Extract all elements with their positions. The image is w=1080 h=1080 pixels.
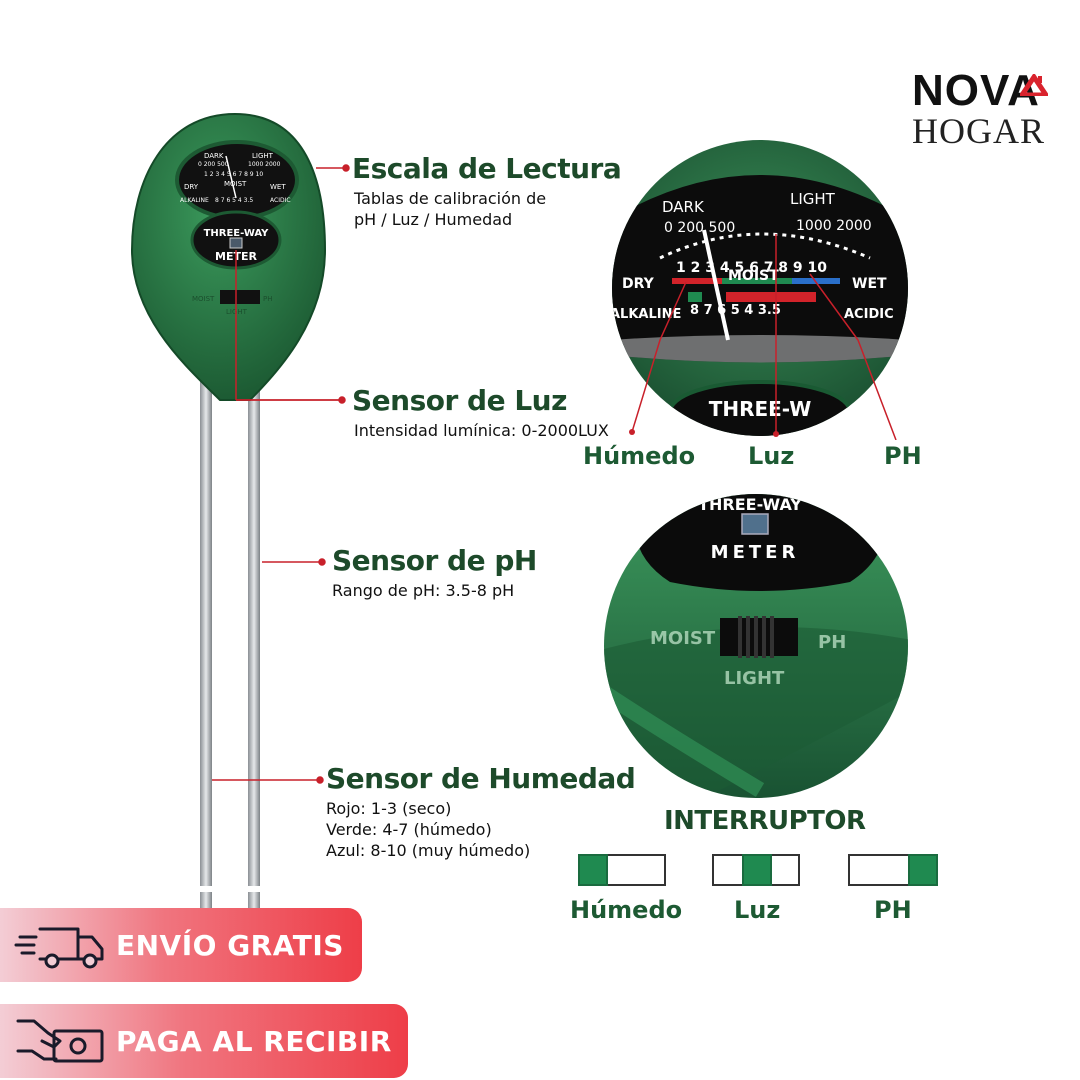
switch-label-luz: Luz bbox=[734, 896, 781, 924]
badge-free-shipping: ENVÍO GRATIS bbox=[0, 908, 362, 982]
callout-desc-ph: Rango de pH: 3.5-8 pH bbox=[332, 581, 515, 600]
callout-title-scale: Escala de Lectura bbox=[352, 152, 622, 185]
svg-text:LIGHT: LIGHT bbox=[226, 308, 248, 316]
svg-text:WET: WET bbox=[270, 183, 286, 191]
svg-text:ALKALINE: ALKALINE bbox=[610, 307, 681, 322]
svg-text:PH: PH bbox=[818, 632, 846, 653]
gauge-needle bbox=[225, 155, 237, 199]
probe-right bbox=[248, 370, 260, 910]
svg-text:1000 2000: 1000 2000 bbox=[796, 218, 872, 234]
gauge-zoom-needle bbox=[702, 229, 730, 341]
svg-text:THREE-W: THREE-W bbox=[709, 397, 812, 421]
switch-zoom-circle: THREE-WAY METER MOIST PH LIGHT bbox=[604, 494, 908, 798]
callout-desc-light: Intensidad lumínica: 0-2000LUX bbox=[354, 421, 609, 440]
switch-position-luz bbox=[712, 854, 800, 886]
svg-text:DRY: DRY bbox=[622, 276, 655, 292]
svg-text:LIGHT: LIGHT bbox=[252, 152, 274, 160]
light-sensor-window bbox=[229, 237, 243, 249]
soil-meter-device: DARK LIGHT 0 200 500 1000 2000 1 2 3 4 5… bbox=[130, 112, 342, 910]
callout-title-moisture: Sensor de Humedad bbox=[326, 762, 636, 795]
badge-cash-on-delivery-text: PAGA AL RECIBIR bbox=[116, 1024, 392, 1058]
svg-text:MOIST: MOIST bbox=[192, 295, 215, 303]
svg-text:MOIST: MOIST bbox=[224, 180, 247, 188]
brand-subtitle: HOGAR bbox=[912, 111, 1046, 151]
svg-text:LIGHT: LIGHT bbox=[724, 668, 785, 689]
zoom-label-humedo: Húmedo bbox=[583, 442, 696, 470]
switch-label-humedo: Húmedo bbox=[570, 896, 683, 924]
svg-text:MOIST: MOIST bbox=[650, 628, 716, 649]
svg-text:METER: METER bbox=[711, 542, 800, 563]
probe-left bbox=[200, 370, 212, 910]
delivery-truck-icon bbox=[14, 927, 104, 969]
callout-desc-scale: Tablas de calibración de pH / Luz / Hume… bbox=[354, 189, 547, 229]
badge-free-shipping-text: ENVÍO GRATIS bbox=[116, 928, 344, 962]
switch-section-title: INTERRUPTOR bbox=[664, 806, 866, 836]
svg-text:1000 2000: 1000 2000 bbox=[248, 161, 281, 168]
svg-text:MOIST: MOIST bbox=[728, 268, 779, 284]
brand-name: NOVA bbox=[912, 66, 1040, 115]
svg-text:ACIDIC: ACIDIC bbox=[270, 197, 291, 204]
svg-text:THREE-WAY: THREE-WAY bbox=[204, 228, 270, 239]
svg-text:ALKALINE: ALKALINE bbox=[180, 197, 209, 204]
svg-text:0 200 500: 0 200 500 bbox=[664, 220, 735, 236]
gauge-zoom-circle: DARK LIGHT 0 200 500 1000 2000 1 2 3 4 5… bbox=[610, 140, 908, 440]
svg-text:WET: WET bbox=[852, 276, 887, 292]
svg-text:DARK: DARK bbox=[662, 198, 705, 216]
brand-logo-nova: NOVA bbox=[912, 66, 1048, 116]
svg-text:1 2 3 4 5 6 7 8 9 10: 1 2 3 4 5 6 7 8 9 10 bbox=[204, 171, 263, 178]
callout-title-ph: Sensor de pH bbox=[332, 544, 537, 577]
svg-text:8 7 6 5 4 3.5: 8 7 6 5 4 3.5 bbox=[690, 303, 781, 318]
badge-cash-on-delivery: PAGA AL RECIBIR bbox=[0, 1004, 408, 1078]
svg-text:LIGHT: LIGHT bbox=[790, 190, 836, 208]
svg-text:ACIDIC: ACIDIC bbox=[844, 307, 894, 322]
zoom-label-ph: PH bbox=[884, 442, 922, 470]
switch-label-ph: PH bbox=[874, 896, 912, 924]
svg-text:8 7 6 5 4 3.5: 8 7 6 5 4 3.5 bbox=[215, 197, 253, 204]
zoom-label-luz: Luz bbox=[748, 442, 795, 470]
svg-text:0 200 500: 0 200 500 bbox=[198, 161, 229, 168]
svg-text:DARK: DARK bbox=[204, 152, 224, 160]
callout-desc-moisture: Rojo: 1-3 (seco) Verde: 4-7 (húmedo) Azu… bbox=[326, 799, 531, 860]
switch-slider-zoom bbox=[720, 618, 798, 656]
svg-text:PH: PH bbox=[263, 295, 273, 303]
callout-title-light: Sensor de Luz bbox=[352, 384, 567, 417]
mode-switch bbox=[220, 290, 260, 304]
cash-payment-icon bbox=[16, 1019, 104, 1063]
house-roof-icon bbox=[1020, 74, 1048, 96]
switch-position-ph bbox=[848, 854, 938, 886]
svg-text:THREE-WAY: THREE-WAY bbox=[698, 495, 802, 514]
switch-position-humedo bbox=[578, 854, 666, 886]
svg-text:DRY: DRY bbox=[184, 183, 199, 191]
